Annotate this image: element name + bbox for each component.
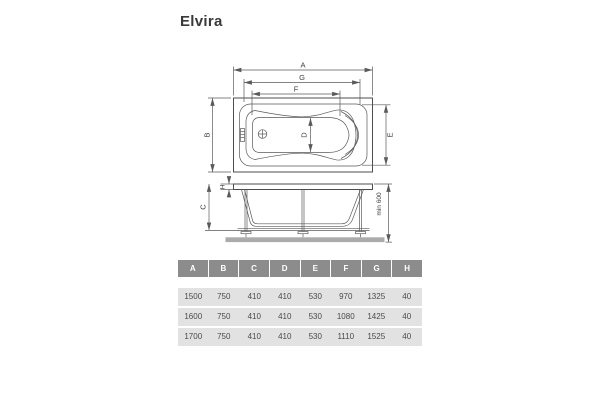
cell: 530 — [308, 292, 322, 301]
tub-legs — [240, 189, 366, 238]
tub-rim — [239, 103, 368, 167]
col-header-A: A — [178, 260, 208, 277]
top-view-drawing: A G F B — [203, 61, 395, 173]
cell: 1600 — [184, 312, 203, 321]
dimension-F: F — [251, 85, 341, 116]
dimension-C: C — [199, 184, 239, 231]
dimension-A: A — [233, 61, 373, 96]
cell: 750 — [217, 332, 231, 341]
cell: 1700 — [184, 332, 203, 341]
side-rim — [233, 183, 373, 190]
dim-label-D: D — [300, 132, 309, 138]
table-row: 1500 750 410 410 530 970 1325 40 — [178, 288, 422, 306]
tub-outer-rect — [233, 97, 373, 173]
dimension-H: H — [220, 176, 233, 198]
cell: 40 — [402, 292, 412, 301]
dimension-D: D — [300, 118, 313, 152]
cell: 40 — [402, 332, 412, 341]
cell: 970 — [339, 292, 353, 301]
table-body: 1500 750 410 410 530 970 1325 40 1600 75… — [178, 288, 422, 346]
cell: 410 — [278, 292, 292, 301]
col-header-D: D — [269, 260, 300, 277]
cell: 1425 — [367, 312, 386, 321]
cell: 530 — [308, 332, 322, 341]
floor-bar — [225, 237, 385, 243]
table-row: 1700 750 410 410 530 1110 1525 40 — [178, 328, 422, 346]
cell: 410 — [278, 332, 292, 341]
dimension-min-600: min 600 — [374, 183, 392, 243]
drain-icon — [257, 129, 268, 139]
dim-label-C: C — [199, 204, 208, 210]
table-header-row: A B C D E F G H — [178, 260, 422, 277]
dimension-G: G — [243, 73, 361, 105]
cell: 410 — [247, 292, 261, 301]
backrest-arc-outer — [340, 111, 358, 159]
dim-label-E: E — [386, 132, 395, 137]
cell: 1325 — [367, 292, 386, 301]
product-title: Elvira — [180, 13, 223, 30]
cell: 410 — [247, 332, 261, 341]
dimensions-table: A B C D E F G H 1500 750 410 410 530 970… — [178, 260, 422, 346]
dim-label-H: H — [220, 184, 227, 189]
overflow-detail — [240, 128, 245, 142]
dim-label-min-height: min 600 — [376, 192, 383, 216]
cell: 530 — [308, 312, 322, 321]
cell: 1525 — [367, 332, 386, 341]
cell: 40 — [402, 312, 412, 321]
side-view-drawing: H C min 600 — [199, 176, 392, 243]
cell: 750 — [217, 292, 231, 301]
dim-label-G: G — [299, 73, 305, 82]
backrest-arc-inner — [344, 115, 359, 155]
cell: 410 — [278, 312, 292, 321]
cell: 750 — [217, 312, 231, 321]
col-header-H: H — [392, 260, 422, 277]
dim-label-F: F — [294, 85, 299, 94]
side-tub-outline — [241, 189, 364, 227]
dim-label-B: B — [203, 132, 212, 137]
cell: 1500 — [184, 292, 203, 301]
col-header-C: C — [239, 260, 269, 277]
col-header-F: F — [331, 260, 361, 277]
dimension-E: E — [362, 104, 395, 166]
table-row: 1600 750 410 410 530 1080 1425 40 — [178, 308, 422, 326]
col-header-B: B — [208, 260, 239, 277]
cell: 410 — [247, 312, 261, 321]
col-header-E: E — [300, 260, 331, 277]
side-tub-inner — [244, 189, 361, 225]
cell: 1080 — [336, 312, 355, 321]
frame-rail — [237, 227, 370, 231]
dimension-B: B — [203, 97, 231, 173]
col-header-G: G — [361, 260, 392, 277]
cell: 1110 — [337, 332, 355, 341]
dim-label-A: A — [300, 61, 305, 70]
tub-floor — [252, 117, 350, 153]
